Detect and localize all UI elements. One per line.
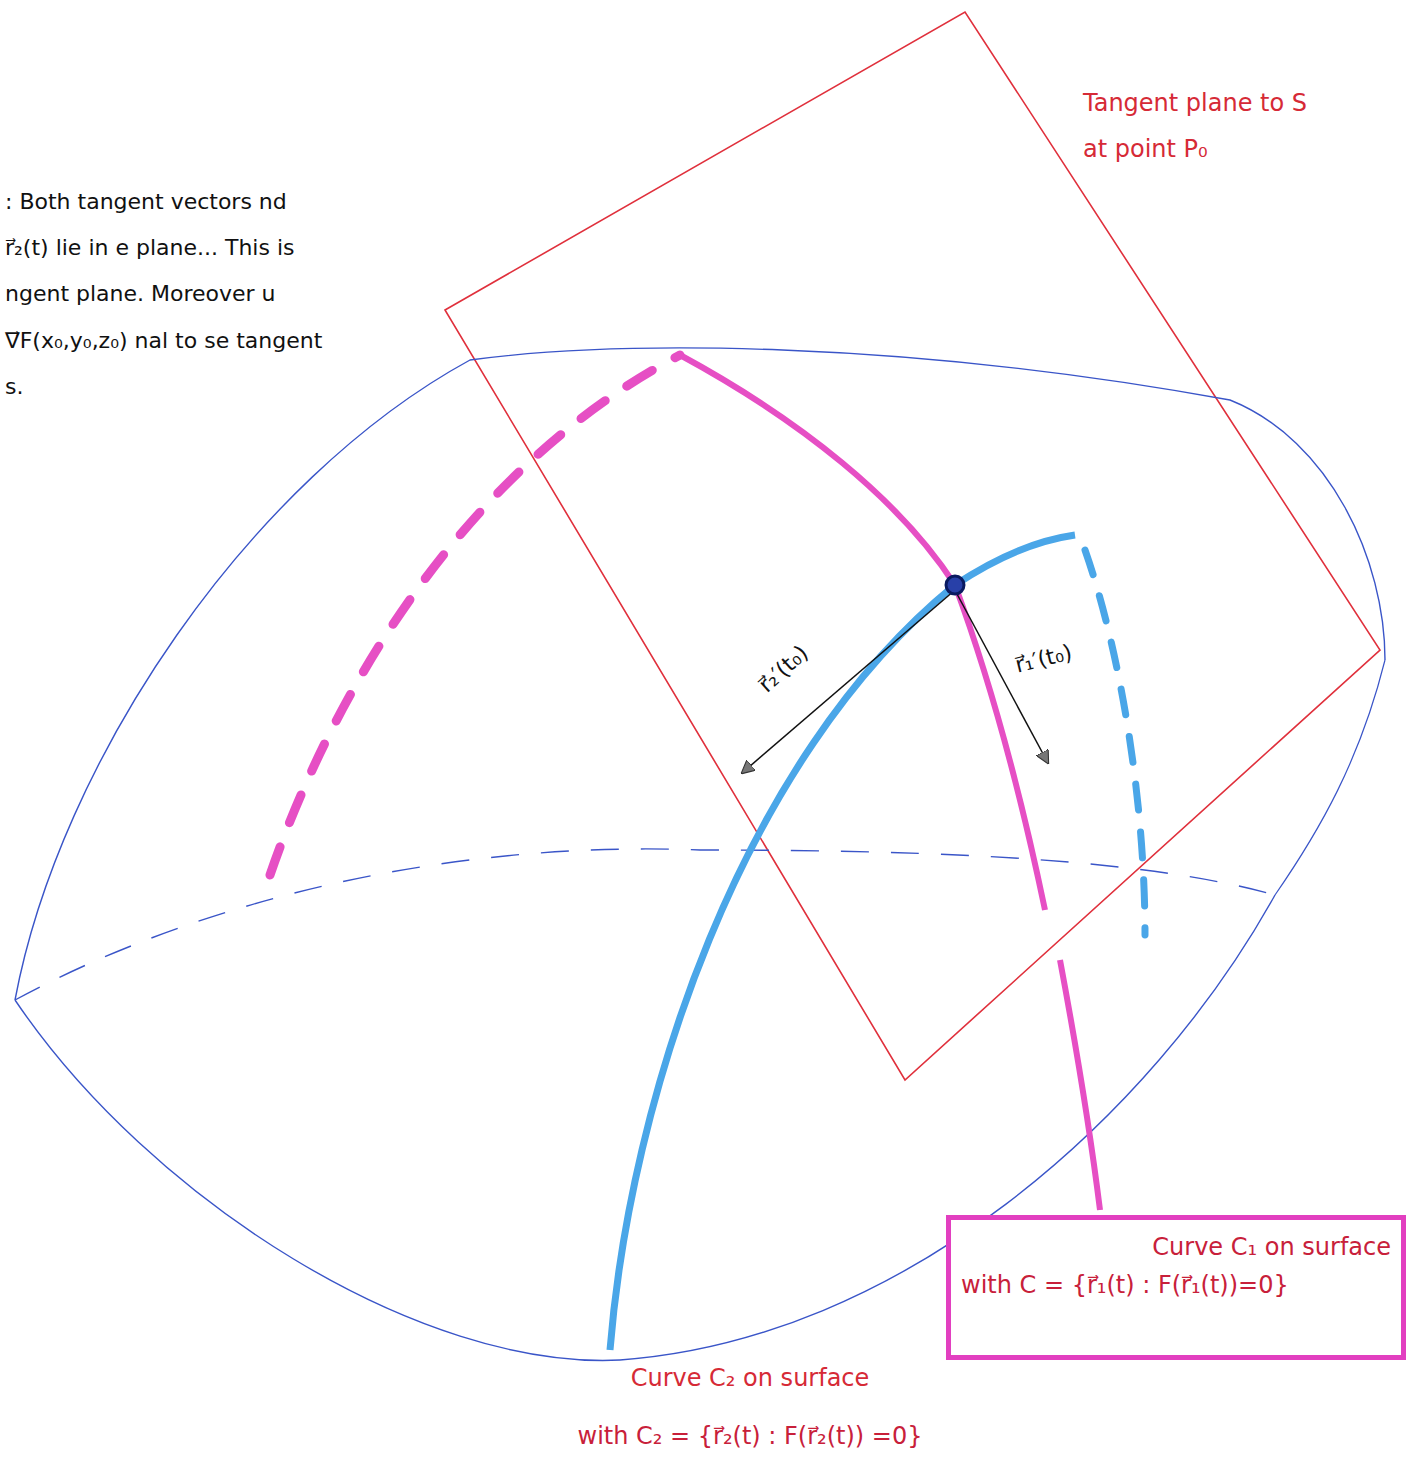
vector-label: r⃗₁′(t₀) bbox=[1010, 638, 1078, 681]
dome-outline bbox=[15, 348, 1385, 1000]
box-formula: with C = {r⃗₁(t) : F(r⃗₁(t))=0} bbox=[961, 1266, 1391, 1304]
dome-base-back bbox=[15, 849, 1275, 1000]
tangent-vector bbox=[742, 590, 955, 773]
point-p0 bbox=[946, 576, 964, 594]
curve-c1-hidden bbox=[270, 355, 680, 875]
vector-label: r⃗₂′(t₀) bbox=[751, 637, 817, 701]
curve-c1 bbox=[680, 355, 1045, 910]
curve-label: with C₂ = {r⃗₂(t) : F(r⃗₂(t)) =0} bbox=[575, 1420, 926, 1453]
tangent-plane bbox=[445, 12, 1380, 1080]
tangent-vector bbox=[957, 594, 1048, 763]
plane-label: Tangent plane to S at point P₀ bbox=[1080, 80, 1321, 173]
box-heading: Curve C₁ on surface bbox=[961, 1228, 1391, 1266]
curve-box: Curve C₁ on surfacewith C = {r⃗₁(t) : F(… bbox=[946, 1215, 1406, 1360]
note-text: : Both tangent vectors nd r⃗₂(t) lie in … bbox=[2, 178, 338, 411]
dome-outline-right bbox=[1275, 660, 1385, 895]
curve-c2-hidden bbox=[1085, 550, 1145, 935]
curve-label: Curve C₂ on surface bbox=[628, 1362, 873, 1395]
curve-c1 bbox=[1060, 960, 1100, 1210]
